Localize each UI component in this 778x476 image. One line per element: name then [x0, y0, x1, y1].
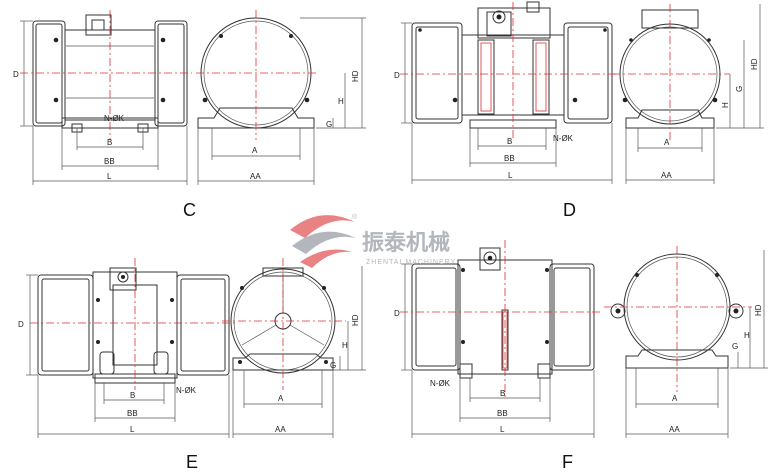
- view-e-side: [26, 258, 235, 438]
- view-e-dim-hd: HD: [351, 314, 360, 326]
- view-c-side: [20, 10, 192, 185]
- view-f-dim-l: L: [500, 425, 505, 434]
- view-d-dim-d: D: [394, 71, 400, 80]
- view-d-dim-a: A: [664, 138, 670, 147]
- view-e-dim-bb: BB: [127, 409, 138, 418]
- view-f-dim-h: H: [744, 331, 750, 340]
- view-f-end: [604, 246, 768, 438]
- view-c-dim-a: A: [252, 146, 258, 155]
- view-d-side: [400, 1, 616, 184]
- view-e-end: [222, 258, 366, 438]
- view-d-dim-h: H: [721, 102, 730, 108]
- view-c-dim-l: L: [107, 172, 112, 181]
- view-c-dim-d: D: [13, 70, 19, 79]
- view-d-end: [612, 4, 764, 184]
- view-c-dim-g: G: [326, 120, 332, 129]
- watermark: ® 振泰机械 ZHENTAI MACHINERY: [290, 213, 456, 268]
- view-f: D N-ØK B BB L A AA HD H G: [394, 240, 768, 472]
- view-d-dim-g: G: [735, 86, 744, 92]
- view-c-caption: C: [183, 200, 196, 220]
- view-f-dim-aa: AA: [669, 425, 680, 434]
- view-e-dim-b: B: [130, 391, 135, 400]
- view-d-dim-hd: HD: [750, 58, 759, 70]
- view-f-dim-d: D: [394, 309, 400, 318]
- view-c-dim-hd: HD: [351, 70, 360, 82]
- view-d-dim-b: B: [507, 137, 512, 146]
- view-d-dim-n-phi-k: N-ØK: [553, 134, 574, 143]
- view-f-dim-b: B: [500, 389, 505, 398]
- watermark-logo: [290, 215, 356, 268]
- view-c-end: [196, 10, 366, 185]
- view-c-dim-b: B: [107, 138, 112, 147]
- view-e-dim-h: H: [342, 341, 348, 350]
- view-d-dim-l: L: [508, 171, 513, 180]
- view-f-dim-g: G: [732, 342, 738, 351]
- view-c-dim-h: H: [338, 97, 344, 106]
- view-d-dim-aa: AA: [661, 171, 672, 180]
- view-e-dim-g: G: [330, 361, 336, 370]
- view-e-dim-a: A: [278, 394, 284, 403]
- view-c-dim-aa: AA: [250, 172, 261, 181]
- view-d-dim-bb: BB: [504, 154, 515, 163]
- view-f-caption: F: [562, 452, 573, 472]
- watermark-sub: ZHENTAI MACHINERY: [366, 259, 456, 266]
- watermark-registered: ®: [352, 213, 358, 221]
- view-f-dim-bb: BB: [497, 409, 508, 418]
- view-c-dim-bb: BB: [104, 157, 115, 166]
- view-e-dim-l: L: [130, 425, 135, 434]
- view-f-side: [400, 240, 600, 438]
- view-f-dim-hd: HD: [754, 304, 763, 316]
- view-e: D N-ØK B BB L A: [18, 258, 366, 472]
- view-e-dim-aa: AA: [275, 425, 286, 434]
- view-f-dim-a: A: [672, 394, 678, 403]
- view-c-dim-n-phi-k: N-ØK: [104, 114, 125, 123]
- watermark-name: 振泰机械: [362, 230, 450, 255]
- view-c: D N-ØK B BB L A AA: [13, 10, 366, 220]
- view-f-dim-n-phi-k: N-ØK: [430, 379, 451, 388]
- view-d-caption: D: [563, 200, 576, 220]
- view-e-dim-d: D: [18, 320, 24, 329]
- view-e-caption: E: [186, 452, 198, 472]
- view-d: D B N-ØK BB L A AA HD G H: [394, 1, 764, 220]
- view-e-dim-n-phi-k: N-ØK: [176, 386, 197, 395]
